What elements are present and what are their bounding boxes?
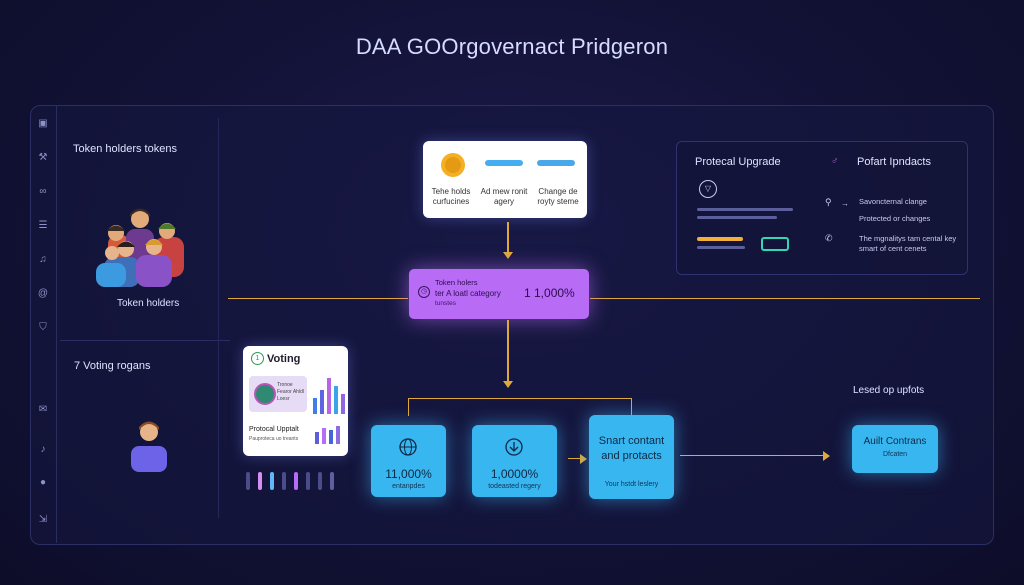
smart-contract-sub: Your hstdt leslery <box>604 481 659 488</box>
key-icon: ⚲ <box>825 197 832 207</box>
audit-line-1: Auilt Contrans <box>863 436 927 447</box>
badge-line: Fearor Ahldl <box>277 389 304 395</box>
music-icon[interactable]: ♫ <box>39 254 47 265</box>
voting-title: Voting <box>267 353 301 365</box>
smart-contract-line-2: and protacts <box>601 450 662 462</box>
send-icon[interactable]: ▽ <box>699 180 717 198</box>
page-title: DAA GOOrgovernact Pridgeron <box>355 34 669 59</box>
smart-contract-line-1: Snart contant <box>598 435 665 447</box>
dash-icon: → <box>841 199 849 208</box>
doc-icon[interactable]: ☰ <box>38 220 48 231</box>
option-bar-2 <box>537 160 575 166</box>
token-holders-heading: Token holders tokens <box>73 143 177 155</box>
coin-icon <box>441 153 465 177</box>
protocol-item-1: Savoncternal clange <box>859 197 927 206</box>
download-icon <box>505 438 523 456</box>
tool-icon[interactable]: ⚒ <box>38 152 48 163</box>
purple-line-2: ter A loatl category <box>435 289 501 298</box>
connector-line <box>228 298 408 299</box>
mini-chart-icon <box>315 426 340 444</box>
purple-value: 1 1,000% <box>524 286 575 300</box>
protocol-title: Protecal Upgrade <box>695 156 781 168</box>
smart-contract-node[interactable]: Snart contant and protacts Your hstdt le… <box>589 415 674 499</box>
option-text-1: Tehe holds curfucines <box>431 187 471 206</box>
vote-tally-bars <box>246 472 334 490</box>
connector-line <box>568 458 582 459</box>
stat-value-2: 1,0000% <box>490 467 539 481</box>
connector-line <box>507 320 509 382</box>
badge-line: Loesr <box>277 396 290 402</box>
avatar <box>254 383 276 405</box>
stat-sub-2: todeasted regery <box>488 483 541 490</box>
purple-line-1: Token holers <box>435 278 478 287</box>
audit-contracts-node[interactable]: Auilt Contrans Dfcaten <box>852 425 938 473</box>
protocol-right-title: Pofart Ipndacts <box>857 156 931 168</box>
vote-chart-icon <box>313 378 345 414</box>
stat-card-2[interactable]: 1,0000% todeasted regery <box>472 425 557 497</box>
connector-line <box>408 398 632 399</box>
connector-line <box>408 398 409 416</box>
column-divider <box>218 118 219 518</box>
token-holders-caption: Token holders <box>117 298 180 309</box>
arrow-right-icon <box>580 454 587 464</box>
text-placeholder <box>697 246 745 249</box>
arrow-down-icon <box>503 252 513 259</box>
exit-icon[interactable]: ⇲ <box>38 514 48 525</box>
option-text-2: Ad mew ronit agery <box>480 187 528 206</box>
section-divider <box>60 340 230 341</box>
at-icon[interactable]: @ <box>37 288 49 299</box>
option-bar-1 <box>485 160 523 166</box>
progress-bar <box>697 237 743 241</box>
text-placeholder <box>697 216 777 219</box>
connector-line <box>680 455 824 456</box>
globe-icon <box>399 438 417 456</box>
arrow-down-icon <box>503 381 513 388</box>
token-holders-group-icon <box>96 208 184 287</box>
protocol-update-sub: Pauproteca uo treants <box>249 436 299 442</box>
link-icon[interactable]: ∞ <box>39 186 47 197</box>
phone-icon: ✆ <box>825 233 833 243</box>
bell-icon[interactable]: ♪ <box>40 444 46 455</box>
proposal-badge: Tronoe Fearor Ahldl Loesr <box>249 376 307 412</box>
shield-icon[interactable]: ⛉ <box>39 322 47 333</box>
token-holders-vote-node[interactable]: ◷ Token holers ter A loatl category tuns… <box>409 269 589 319</box>
text-placeholder <box>697 208 793 211</box>
protocol-upgrade-panel: Protecal Upgrade ▽ ♂ Pofart Ipndacts ⚲ →… <box>676 141 968 275</box>
voting-heading: 7 Voting rogans <box>74 360 151 372</box>
clock-icon: ◷ <box>418 286 430 298</box>
mail-icon[interactable]: ✉ <box>38 404 48 415</box>
sidebar: ▣ ⚒ ∞ ☰ ♫ @ ⛉ ✉ ♪ ● ⇲ <box>30 105 57 543</box>
token-options-card[interactable]: Tehe holds curfucines Ad mew ronit agery… <box>423 141 587 218</box>
protocol-item-3: The mgnalitys tam cental key smart of ce… <box>859 234 957 253</box>
protocol-item-2: Protected or changes <box>859 214 931 223</box>
voter-avatar-icon <box>131 421 167 472</box>
toggle-switch[interactable] <box>761 237 789 251</box>
result-heading: Lesed op upfots <box>853 385 925 396</box>
arrow-right-icon <box>823 451 830 461</box>
protocol-update-title: Protocal Upptalt <box>249 426 299 433</box>
option-text-3: Change de royty steme <box>537 187 579 206</box>
home-icon[interactable]: ▣ <box>38 118 48 129</box>
stat-value-1: 11,000% <box>385 467 432 481</box>
impact-icon: ♂ <box>831 156 839 167</box>
voting-card[interactable]: 1 Voting Tronoe Fearor Ahldl Loesr Proto… <box>243 346 348 456</box>
check-icon: 1 <box>251 352 264 365</box>
circle-icon[interactable]: ● <box>39 477 47 488</box>
audit-line-2: Dfcaten <box>882 451 908 458</box>
connector-line <box>590 298 980 299</box>
stat-card-1[interactable]: 11,000% entanpdes <box>371 425 446 497</box>
connector-line <box>631 398 632 416</box>
purple-line-3: tunstes <box>435 300 456 307</box>
badge-line: Tronoe <box>277 382 293 388</box>
connector-line <box>507 222 509 254</box>
stat-sub-1: entanpdes <box>392 483 425 490</box>
